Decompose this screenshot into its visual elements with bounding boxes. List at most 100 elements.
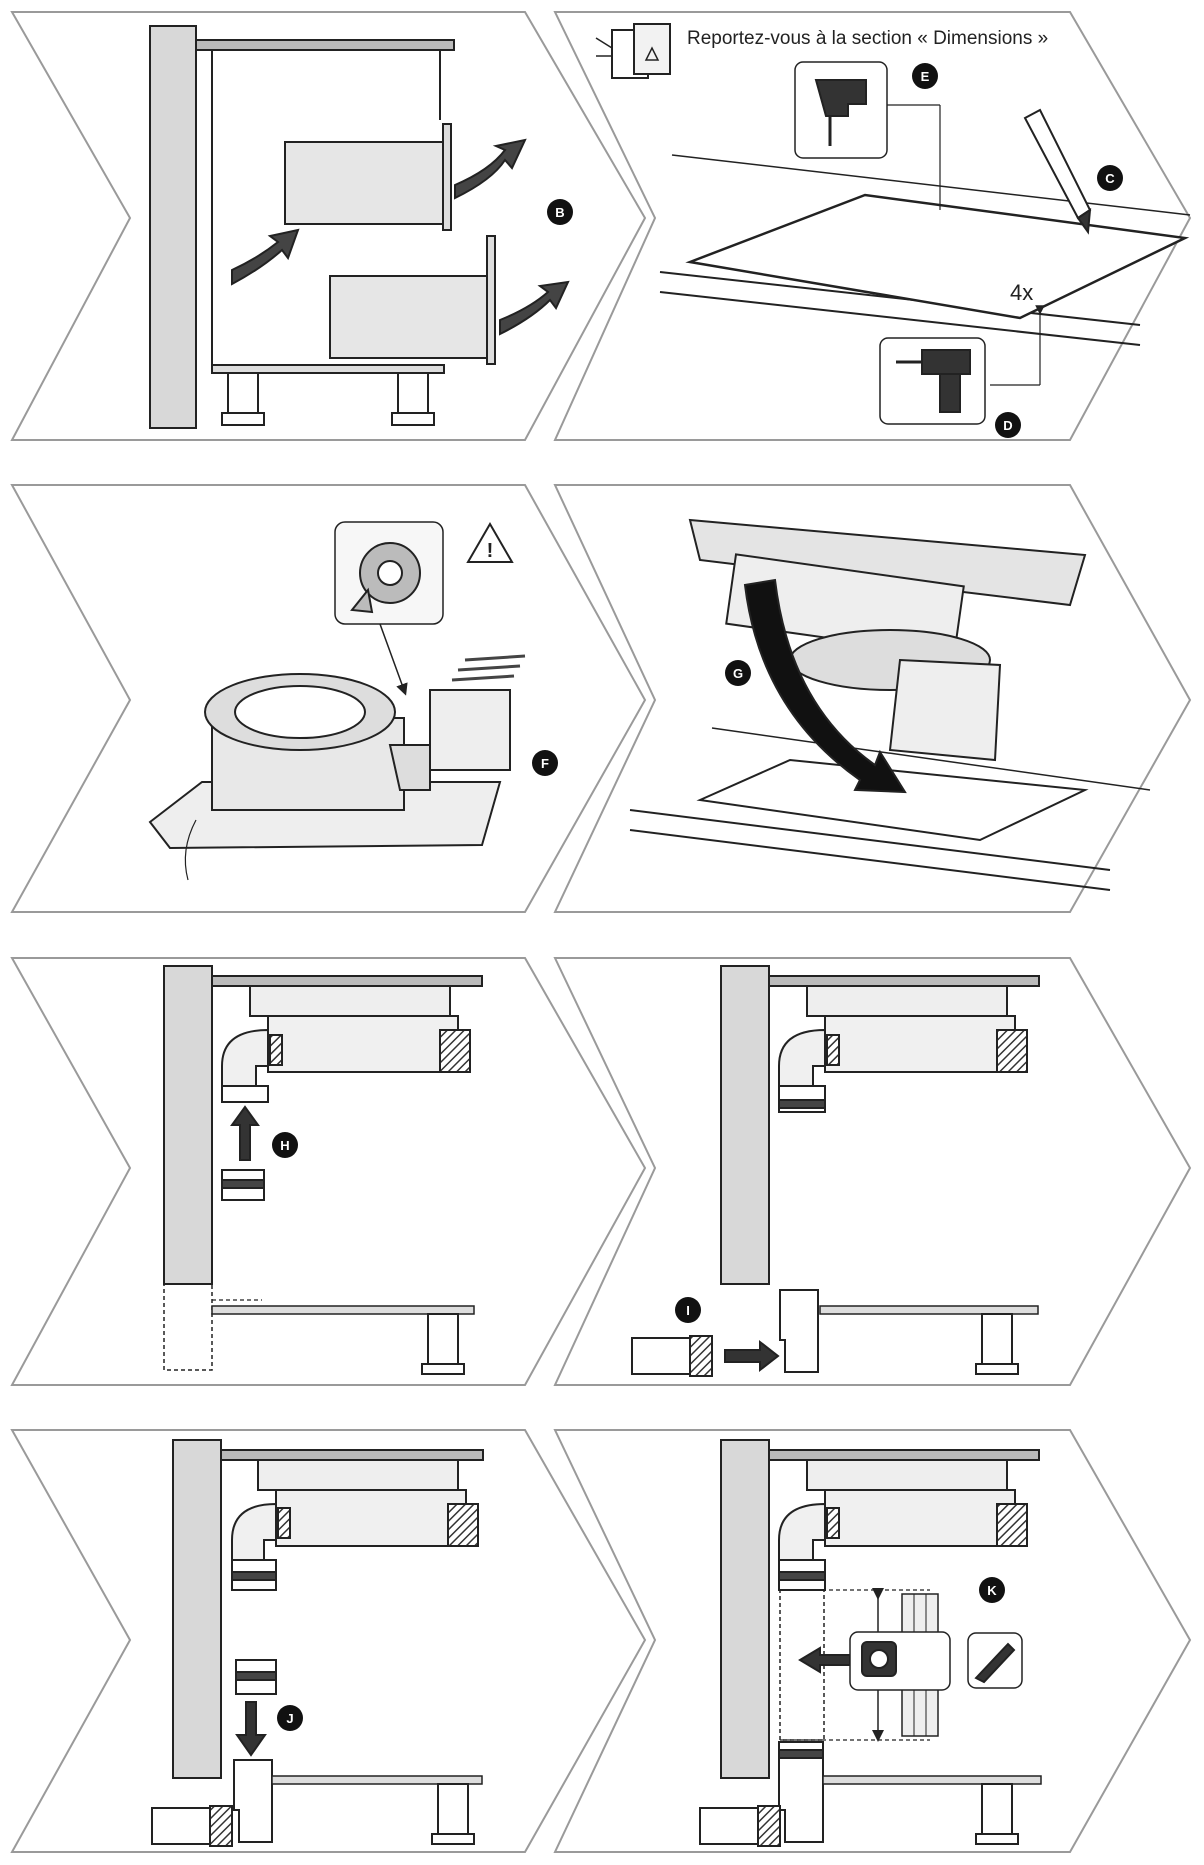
badge-e: [912, 63, 938, 89]
drawer-lower: [329, 275, 491, 359]
cutout-outline: [685, 193, 1190, 320]
step-g-insert-hob: G: [629, 518, 1151, 891]
cabinet-leg: [981, 1313, 1013, 1365]
cabinet-leg: [427, 1313, 459, 1365]
badge-b-label: B: [555, 205, 564, 220]
floor-elbow: [779, 1289, 819, 1373]
arrow-in-upper: [231, 228, 300, 286]
drawer-upper: [284, 141, 446, 225]
duct-elbow: [221, 1028, 269, 1087]
reference-note: Reportez-vous à la section « Dimensions …: [687, 28, 1048, 49]
badge-f: [532, 750, 558, 776]
panel-7-outline: [10, 1429, 647, 1853]
panel-4-outline: [553, 484, 1192, 913]
motor-housing: [824, 1489, 1016, 1547]
hob-tilted: [688, 518, 1087, 607]
cabinet-side-wall: [149, 25, 197, 429]
air-flow-arrows: [451, 654, 526, 682]
wall: [172, 1439, 222, 1779]
worktop: [768, 975, 1040, 987]
motor-housing: [267, 1015, 459, 1073]
step-cde-cutout: Reportez-vous à la section « Dimensions …: [595, 23, 1191, 438]
cutout-opening: [696, 758, 1089, 842]
plinth: [211, 1305, 475, 1315]
badge-j-label: J: [286, 1711, 293, 1726]
panel-3-outline: [10, 484, 647, 913]
plinth: [271, 1775, 483, 1785]
svg-text:!: !: [487, 540, 494, 562]
badge-i-label: I: [686, 1303, 690, 1318]
badge-j: [277, 1705, 303, 1731]
panel-outlines: [10, 11, 1192, 1853]
hole-count: 4x: [1010, 280, 1033, 305]
arrow-out-upper: [454, 138, 527, 200]
push-arrow: [724, 1339, 780, 1373]
hob-body: [249, 985, 451, 1017]
saw-icon: [967, 1632, 1023, 1689]
plinth: [822, 1775, 1042, 1785]
badge-c: [1097, 165, 1123, 191]
tape-measure-icon: [849, 1631, 951, 1691]
panel-6-outline: [553, 957, 1192, 1386]
motor-housing: [275, 1489, 467, 1547]
badge-e-label: E: [921, 69, 930, 84]
hob-body: [806, 985, 1008, 1017]
panel-5-outline: [10, 957, 647, 1386]
badge-i: [675, 1297, 701, 1323]
wall: [720, 965, 770, 1285]
badge-k-label: K: [987, 1583, 997, 1598]
hob-body: [257, 1459, 459, 1491]
badge-d-label: D: [1003, 418, 1012, 433]
up-arrow: [230, 1105, 260, 1161]
insert-arrow: [743, 578, 907, 794]
badge-c-label: C: [1105, 171, 1115, 186]
horizontal-duct: [151, 1807, 218, 1845]
panel-8-outline: [553, 1429, 1192, 1853]
warning-triangle-icon: !: [466, 522, 514, 563]
badge-g: [725, 660, 751, 686]
horizontal-duct: [699, 1807, 766, 1845]
down-arrow: [235, 1701, 267, 1757]
worktop: [220, 1449, 484, 1461]
badge-g-label: G: [733, 666, 743, 681]
panel-1-outline: [10, 11, 647, 441]
cabinet-leg: [437, 1783, 469, 1835]
transfer-arrow: [798, 1646, 851, 1674]
cabinet-leg: [981, 1783, 1013, 1835]
duct-elbow: [778, 1502, 826, 1561]
drill-icon: [879, 337, 986, 425]
badge-h-label: H: [280, 1138, 289, 1153]
worktop: [768, 1449, 1040, 1461]
countertop: [195, 39, 455, 51]
tape-roll-icon: [334, 521, 444, 625]
panel-2-outline: [553, 11, 1192, 441]
worktop: [211, 975, 483, 987]
step-b-remove-drawers: B: [149, 25, 573, 429]
hob-body: [806, 1459, 1008, 1491]
motor-housing: [824, 1015, 1016, 1073]
manual-book-icon: [595, 23, 671, 79]
wall: [163, 965, 213, 1285]
cabinet-base: [211, 364, 445, 374]
pencil-icon: [1023, 108, 1092, 235]
floor-elbow: [233, 1759, 273, 1843]
step-f-tape-seal: ! F: [148, 521, 558, 881]
jigsaw-icon: [794, 61, 888, 159]
step-k-measure-cut: K: [699, 1439, 1042, 1847]
badge-h: [272, 1132, 298, 1158]
plinth: [819, 1305, 1039, 1315]
step-i-plinth-elbow: I: [631, 965, 1040, 1377]
arrow-out-lower: [499, 280, 570, 336]
wall: [720, 1439, 770, 1779]
badge-k: [979, 1577, 1005, 1603]
step-j-vertical-duct: J: [151, 1439, 484, 1847]
badge-d: [995, 412, 1021, 438]
duct-elbow: [231, 1502, 277, 1561]
duct-elbow: [778, 1028, 826, 1087]
badge-f-label: F: [541, 756, 549, 771]
duct-elbow: [429, 689, 511, 771]
horizontal-duct: [631, 1337, 698, 1375]
badge-b: [547, 199, 573, 225]
step-h-duct-connector: H: [163, 965, 483, 1375]
